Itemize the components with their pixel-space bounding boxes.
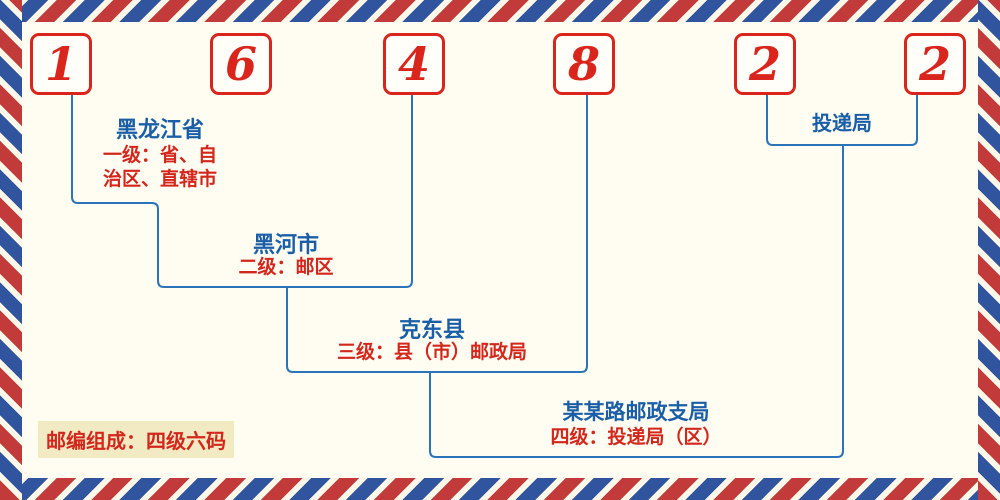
airmail-border-top <box>0 0 1000 22</box>
digit-box-1: 1 <box>30 33 92 95</box>
postal-composition-note: 邮编组成：四级六码 <box>38 421 234 458</box>
digit-box-6: 2 <box>904 33 966 95</box>
level3-place-name: 克东县 <box>398 318 466 343</box>
digit-6: 2 <box>918 37 951 91</box>
connector-level3 <box>286 94 588 373</box>
airmail-border-left <box>0 0 22 500</box>
connector-delivery-bracket <box>766 94 918 146</box>
digit-box-5: 2 <box>734 33 796 95</box>
digit-2: 6 <box>224 37 257 91</box>
digit-box-2: 6 <box>210 33 272 95</box>
digit-5: 2 <box>748 37 781 91</box>
airmail-border-bottom <box>0 478 1000 500</box>
delivery-office-label: 投递局 <box>812 111 872 135</box>
level2-place-name: 黑河市 <box>252 233 320 258</box>
level4-place-name: 某某路邮政支局 <box>562 400 710 424</box>
digit-3: 4 <box>397 37 430 91</box>
airmail-border-right <box>978 0 1000 500</box>
level4-description: 四级：投递局（区） <box>550 426 722 448</box>
connector-level4 <box>429 144 844 458</box>
connector-level1-level2 <box>71 94 413 288</box>
level2-description: 二级：邮区 <box>238 256 334 278</box>
digit-box-3: 4 <box>383 33 445 95</box>
digit-box-4: 8 <box>553 33 615 95</box>
digit-4: 8 <box>567 37 600 91</box>
level1-place-name: 黑龙江省 <box>115 118 205 143</box>
digit-1: 1 <box>44 37 77 91</box>
level3-description: 三级：县（市）邮政局 <box>336 341 528 363</box>
level1-description: 一级：省、自 治区、直辖市 <box>102 144 218 190</box>
